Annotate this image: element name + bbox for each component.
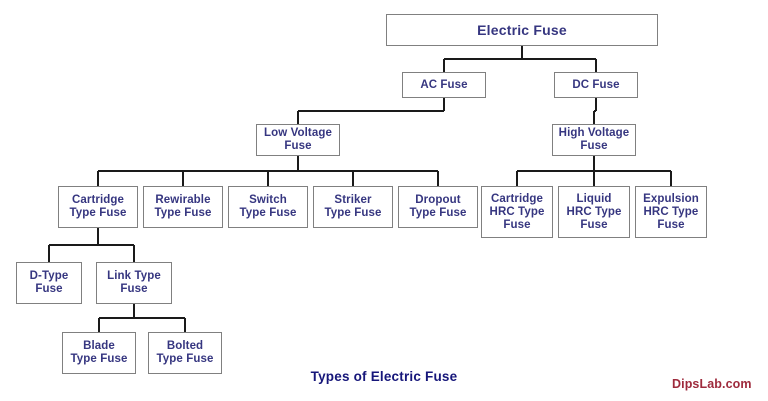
node-switch-type-fuse: Switch Type Fuse <box>228 186 308 228</box>
node-label: DC Fuse <box>572 78 620 91</box>
node-label: Expulsion HRC Type Fuse <box>643 192 699 231</box>
node-label: D-Type Fuse <box>29 270 69 295</box>
node-label: Switch Type Fuse <box>239 194 297 219</box>
node-label: Link Type Fuse <box>107 270 161 295</box>
node-label: Blade Type Fuse <box>70 340 128 365</box>
node-liquid-hrc-fuse: Liquid HRC Type Fuse <box>558 186 630 238</box>
node-expulsion-hrc-fuse: Expulsion HRC Type Fuse <box>635 186 707 238</box>
node-label: Bolted Type Fuse <box>156 340 214 365</box>
node-cartridge-type-fuse: Cartridge Type Fuse <box>58 186 138 228</box>
node-label: Dropout Type Fuse <box>409 194 467 219</box>
node-label: High Voltage Fuse <box>558 127 630 152</box>
node-link-type-fuse: Link Type Fuse <box>96 262 172 304</box>
node-ac-fuse: AC Fuse <box>402 72 486 98</box>
node-cartridge-hrc-fuse: Cartridge HRC Type Fuse <box>481 186 553 238</box>
node-label: Low Voltage Fuse <box>264 127 332 152</box>
watermark-label: DipsLab.com <box>672 377 752 391</box>
node-label: Striker Type Fuse <box>324 194 382 219</box>
node-bolted-type-fuse: Bolted Type Fuse <box>148 332 222 374</box>
node-label: Cartridge Type Fuse <box>69 194 127 219</box>
node-high-voltage-fuse: High Voltage Fuse <box>552 124 636 156</box>
node-electric-fuse: Electric Fuse <box>386 14 658 46</box>
node-striker-type-fuse: Striker Type Fuse <box>313 186 393 228</box>
node-rewirable-type-fuse: Rewirable Type Fuse <box>143 186 223 228</box>
node-label: Liquid HRC Type Fuse <box>566 192 622 231</box>
node-d-type-fuse: D-Type Fuse <box>16 262 82 304</box>
node-label: AC Fuse <box>420 78 468 91</box>
node-low-voltage-fuse: Low Voltage Fuse <box>256 124 340 156</box>
node-dc-fuse: DC Fuse <box>554 72 638 98</box>
node-label: Rewirable Type Fuse <box>154 194 212 219</box>
node-blade-type-fuse: Blade Type Fuse <box>62 332 136 374</box>
diagram-caption: Types of Electric Fuse <box>310 369 458 384</box>
node-dropout-type-fuse: Dropout Type Fuse <box>398 186 478 228</box>
node-label: Electric Fuse <box>477 22 567 38</box>
node-label: Cartridge HRC Type Fuse <box>489 192 545 231</box>
